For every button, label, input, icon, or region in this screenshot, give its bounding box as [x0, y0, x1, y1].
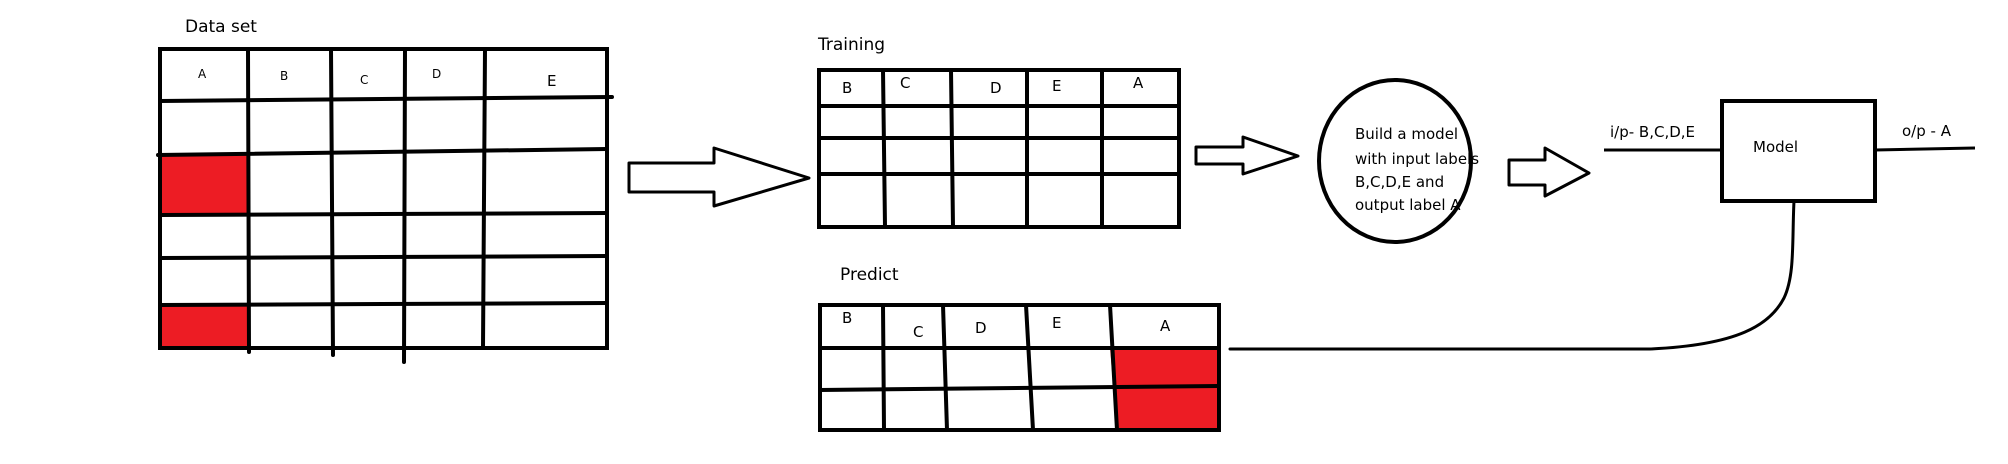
predict-highlight-a-cells — [1110, 348, 1219, 430]
dataset-title: Data set — [185, 17, 257, 37]
build-model-step: Build a model with input labels B,C,D,E … — [1317, 78, 1479, 244]
training-title: Training — [817, 35, 885, 55]
arrow-training-to-build — [1194, 135, 1300, 176]
training-col-b: B — [842, 79, 852, 97]
training-col-e: E — [1052, 77, 1061, 95]
dataset-table: A B C D E — [156, 47, 614, 364]
predict-col-c: C — [913, 323, 923, 341]
model-box-label: Model — [1753, 138, 1798, 156]
dataset-col-a: A — [198, 67, 207, 81]
training-col-a: A — [1133, 74, 1144, 92]
predict-col-a: A — [1160, 317, 1171, 335]
predict-title: Predict — [840, 265, 899, 285]
dataset-col-b: B — [280, 69, 288, 83]
model-box — [1720, 99, 1877, 203]
training-col-d: D — [990, 79, 1002, 97]
build-model-line-2: with input labels — [1355, 150, 1479, 168]
build-model-line-4: output label A — [1355, 196, 1461, 214]
predict-col-b: B — [842, 309, 852, 327]
model-input-label: i/p- B,C,D,E — [1610, 123, 1695, 141]
arrow-dataset-to-training — [627, 146, 811, 208]
dataset-col-c: C — [360, 73, 368, 87]
predict-col-e: E — [1052, 314, 1061, 332]
model-output-label: o/p - A — [1902, 122, 1952, 140]
arrow-build-to-model — [1507, 146, 1591, 198]
predict-table: B C D E A — [818, 303, 1221, 432]
dataset-highlight-cell-row6 — [160, 305, 248, 348]
build-model-line-3: B,C,D,E and — [1355, 173, 1444, 191]
model-output-line — [1874, 146, 1976, 152]
connector-model-to-predict — [1228, 199, 1796, 351]
training-table: B C D E A — [817, 68, 1181, 229]
model-block: i/p- B,C,D,E Model o/p - A — [1604, 99, 1976, 203]
training-col-c: C — [900, 74, 910, 92]
predict-col-d: D — [975, 319, 987, 337]
dataset-highlight-cell-row3 — [160, 153, 248, 215]
build-model-line-1: Build a model — [1355, 125, 1458, 143]
dataset-col-e: E — [547, 72, 556, 90]
dataset-col-d: D — [432, 67, 441, 81]
build-model-ellipse — [1317, 78, 1473, 244]
